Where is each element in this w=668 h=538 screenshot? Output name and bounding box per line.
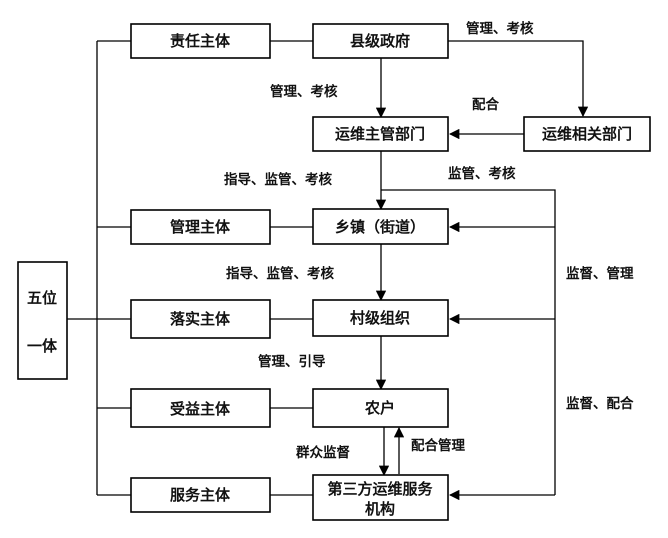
third-party-om-agency-box: [312, 474, 449, 521]
farmer-household-box: [312, 388, 449, 428]
management-subject-label: 管理主体: [170, 218, 231, 236]
implementation-subject-box: [130, 299, 271, 339]
arrow-county-to-related: [448, 40, 589, 118]
edge-label-side-supervise-manage: 监督、管理: [566, 265, 634, 282]
supervision-trunk-line: [381, 189, 556, 495]
township-label: 乡镇（街道）: [335, 218, 425, 236]
edge-label-farmer-to-thirdparty: 群众监督: [295, 444, 350, 461]
responsible-subject-box: [130, 23, 271, 59]
county-government-box: [312, 23, 449, 59]
edge-label-competent-to-township: 指导、监管、考核: [224, 171, 332, 188]
service-subject-label: 服务主体: [170, 486, 231, 504]
edge-label-side-supervise-cooperate: 监督、配合: [566, 395, 634, 412]
five-in-one-label-line1: 五位: [27, 289, 57, 307]
village-organization-label: 村级组织: [350, 309, 410, 327]
five-in-one-box: [17, 261, 68, 380]
township-box: [312, 208, 449, 245]
responsible-subject-label: 责任主体: [170, 32, 231, 50]
county-government-label: 县级政府: [350, 32, 410, 50]
edge-label-gov-to-related: 管理、考核: [466, 20, 534, 37]
om-competent-department-box: [312, 116, 449, 152]
farmer-household-label: 农户: [364, 399, 395, 417]
management-subject-box: [130, 209, 271, 245]
edge-label-township-to-village: 指导、监管、考核: [226, 265, 334, 282]
om-related-department-box: [523, 116, 651, 152]
connectors: [67, 40, 589, 501]
five-in-one-label-line2: 一体: [27, 337, 58, 355]
boxes: [17, 23, 651, 521]
om-competent-department-label: 运维主管部门: [335, 125, 425, 143]
edge-label-village-to-farmer: 管理、引导: [258, 353, 326, 370]
edge-label-related-to-competent: 配合: [472, 96, 499, 113]
third-party-label-line2: 机构: [365, 500, 395, 518]
om-related-department-label: 运维相关部门: [542, 125, 632, 143]
service-subject-box: [130, 477, 271, 513]
edge-label-competent-to-thirdparty: 监管、考核: [448, 165, 516, 182]
edge-label-gov-to-competent: 管理、考核: [270, 83, 338, 100]
village-organization-box: [312, 299, 449, 337]
edge-label-thirdparty-to-farmer: 配合管理: [411, 437, 465, 454]
beneficiary-subject-label: 受益主体: [170, 400, 231, 418]
beneficiary-subject-box: [130, 388, 271, 428]
implementation-subject-label: 落实主体: [170, 310, 231, 328]
third-party-label-line1: 第三方运维服务: [327, 480, 433, 498]
